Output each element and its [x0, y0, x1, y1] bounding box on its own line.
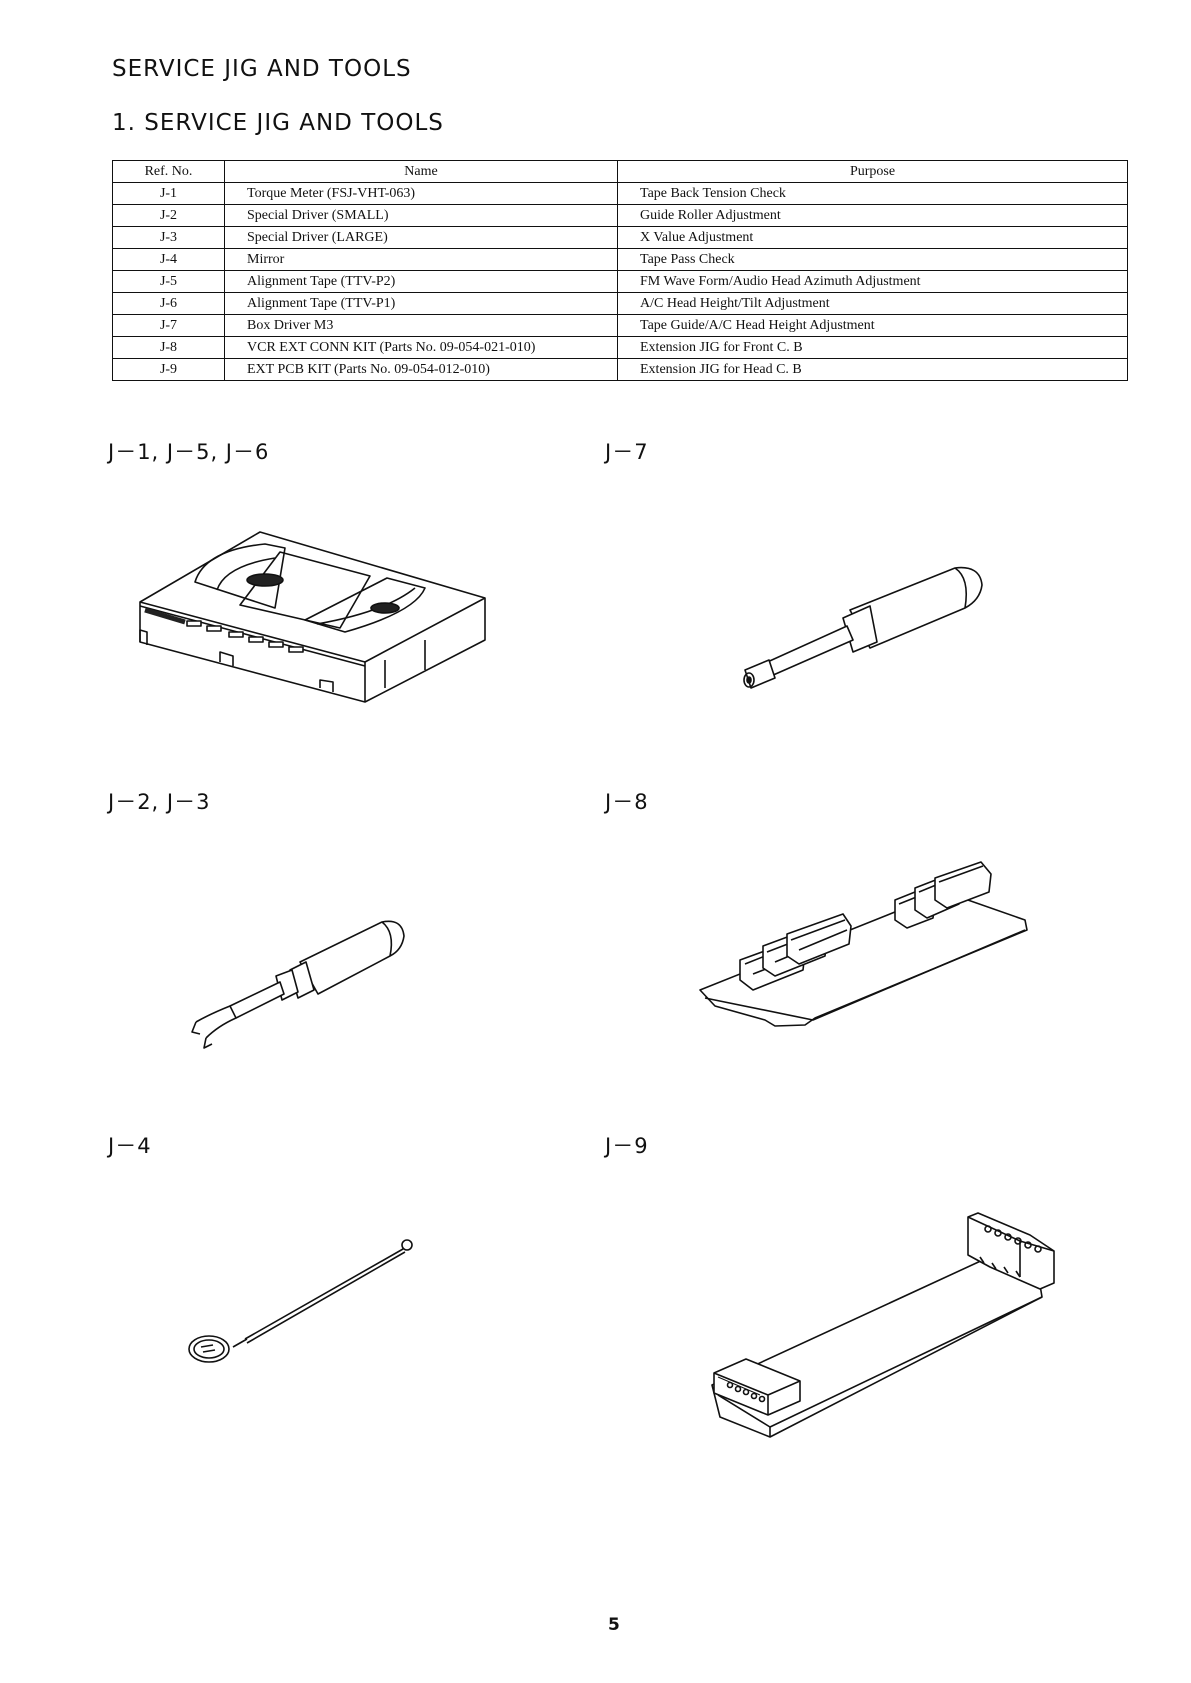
ref-no-cell: J-1	[112, 182, 225, 205]
label-j8: J－8	[605, 790, 649, 814]
purpose-cell: Tape Guide/A/C Head Height Adjustment	[617, 314, 1128, 337]
connector-group-left	[739, 913, 852, 991]
label-j9: J－9	[605, 1134, 649, 1158]
name-cell: VCR EXT CONN KIT (Parts No. 09-054-021-0…	[224, 336, 618, 359]
header-ref-no: Ref. No.	[112, 160, 225, 183]
page-heading: SERVICE JIG AND TOOLS	[112, 56, 412, 82]
name-cell: Mirror	[224, 248, 618, 271]
purpose-cell: X Value Adjustment	[617, 226, 1128, 249]
label-j1-j5-j6: J－1, J－5, J－6	[108, 440, 270, 464]
alignment-tape-cassette-drawing	[139, 531, 486, 703]
ref-no-cell: J-3	[112, 226, 225, 249]
name-cell: Alignment Tape (TTV-P2)	[224, 270, 618, 293]
name-cell: EXT PCB KIT (Parts No. 09-054-012-010)	[224, 358, 618, 381]
table-header-row: Ref. No. Name Purpose	[112, 160, 1128, 183]
ref-no-cell: J-9	[112, 358, 225, 381]
connector-bottom	[713, 1358, 801, 1416]
ref-no-cell: J-4	[112, 248, 225, 271]
name-cell: Alignment Tape (TTV-P1)	[224, 292, 618, 315]
purpose-cell: A/C Head Height/Tilt Adjustment	[617, 292, 1128, 315]
ref-no-cell: J-5	[112, 270, 225, 293]
purpose-cell: Tape Back Tension Check	[617, 182, 1128, 205]
header-name: Name	[224, 160, 618, 183]
purpose-cell: Guide Roller Adjustment	[617, 204, 1128, 227]
label-j7: J－7	[605, 440, 649, 464]
mirror-drawing	[188, 1239, 413, 1363]
name-cell: Torque Meter (FSJ-VHT-063)	[224, 182, 618, 205]
purpose-cell: Extension JIG for Front C. B	[617, 336, 1128, 359]
ref-no-cell: J-8	[112, 336, 225, 359]
ref-no-cell: J-7	[112, 314, 225, 337]
special-driver-drawing	[191, 920, 405, 1049]
ref-no-cell: J-6	[112, 292, 225, 315]
purpose-cell: Extension JIG for Head C. B	[617, 358, 1128, 381]
vcr-ext-conn-kit-drawing	[699, 861, 1028, 1027]
ref-no-cell: J-2	[112, 204, 225, 227]
header-purpose: Purpose	[617, 160, 1128, 183]
name-cell: Special Driver (SMALL)	[224, 204, 618, 227]
connector-group-right	[894, 861, 992, 929]
section-title: 1. SERVICE JIG AND TOOLS	[112, 110, 444, 136]
purpose-cell: Tape Pass Check	[617, 248, 1128, 271]
label-j4: J－4	[108, 1134, 152, 1158]
name-cell: Box Driver M3	[224, 314, 618, 337]
page-number: 5	[608, 1615, 620, 1635]
label-j2-j3: J－2, J－3	[108, 790, 211, 814]
name-cell: Special Driver (LARGE)	[224, 226, 618, 249]
purpose-cell: FM Wave Form/Audio Head Azimuth Adjustme…	[617, 270, 1128, 293]
box-driver-drawing	[743, 566, 983, 689]
connector-top	[967, 1212, 1055, 1290]
ext-pcb-kit-drawing	[711, 1212, 1055, 1438]
